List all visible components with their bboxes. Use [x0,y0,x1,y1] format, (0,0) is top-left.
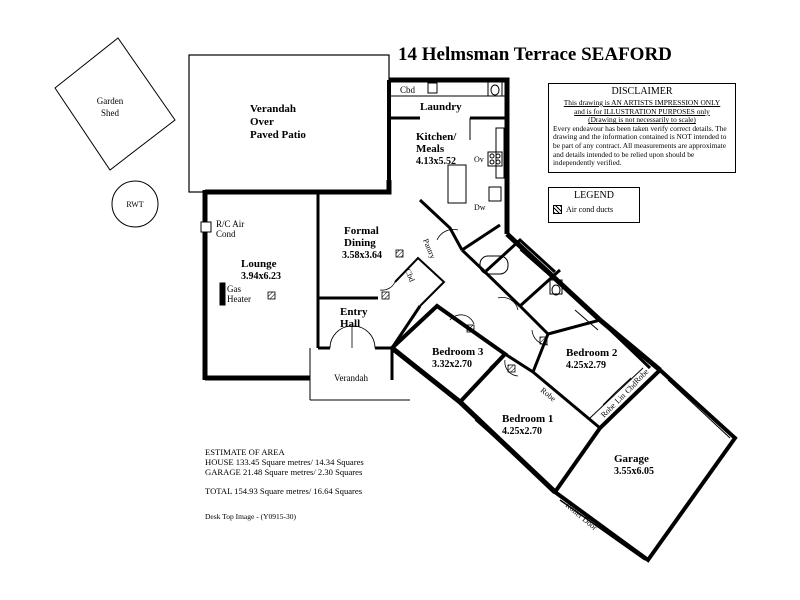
air-duct-bed2 [539,336,548,345]
air-duct-hall [507,364,516,373]
verandah-patio-label-1: Verandah [250,103,296,115]
gas-heater-label-1: Gas [227,284,241,294]
robe-bed1-label: Robe [539,386,558,404]
disclaimer-box: DISCLAIMER This drawing is AN ARTISTS IM… [548,83,736,173]
dw-label: Dw [474,203,486,212]
garden-shed-label-1: Garden [97,96,124,106]
verandah-patio-label-2: Over [250,116,274,128]
garden-shed: Garden Shed [54,37,176,171]
bedroom1-size: 4.25x2.70 [502,426,542,437]
rc-air-cond [200,221,212,233]
rwt-label: RWT [126,200,143,209]
verandah-patio: Verandah Over Paved Patio [188,54,390,193]
entry-hall-label-2: Hall [340,318,360,330]
rc-air-label-1: R/C Air [216,219,244,229]
kitchen-label-2: Meals [416,143,445,155]
toilet-bath [549,279,563,295]
air-cond-ducts [267,249,548,373]
rc-air-label-2: Cond [216,229,236,239]
garage-label: Garage [614,453,649,465]
oven [487,151,503,167]
air-duct-bed3 [466,324,475,333]
kitchen-size: 4.13x5.52 [416,156,456,167]
garage-size: 3.55x6.05 [614,466,654,477]
kitchen-island [447,164,467,204]
laundry-label: Laundry [420,101,462,113]
formal-dining-size: 3.58x3.64 [342,250,382,261]
area-house: HOUSE 133.45 Square metres/ 14.34 Square… [205,457,364,467]
bedroom3-label: Bedroom 3 [432,346,484,358]
roller-door-label: Roller Door [564,501,599,533]
robe-label-2: Robe [599,401,618,420]
gas-heater [219,282,226,306]
pantry-label: Pantry [421,237,437,260]
air-duct-swatch-icon [553,205,562,214]
bath [479,255,509,275]
bedroom2-size: 4.25x2.79 [566,360,606,371]
disclaimer-line-2: and is for ILLUSTRATION PURPOSES only [574,106,710,116]
windows [202,180,656,479]
kitchen-sink [488,186,502,202]
lounge-label: Lounge [241,258,277,270]
verandah-patio-label-3: Paved Patio [250,129,306,141]
verandah-label: Verandah [334,373,368,383]
bedroom3-size: 3.32x2.70 [432,359,472,370]
fixtures [200,81,563,306]
area-heading: ESTIMATE OF AREA [205,447,285,457]
kitchen-label-1: Kitchen/ [416,131,457,143]
air-duct-dining [395,249,404,258]
bedroom2-label: Bedroom 2 [566,347,618,359]
legend-box: LEGEND Air cond ducts [548,187,640,223]
toilet-laundry [487,81,503,97]
cbd-entry-label: Cbd [403,267,416,283]
area-garage: GARAGE 21.48 Square metres/ 2.30 Squares [205,467,363,477]
entry-hall-label-1: Entry [340,306,368,318]
image-credit: Desk Top Image - (Y0915-30) [205,512,296,521]
cbd-laundry-label: Cbd [400,85,416,95]
legend-heading: LEGEND [574,190,614,201]
formal-dining-label-1: Formal [344,225,379,237]
laundry-trough [427,82,438,94]
disclaimer-line-1: This drawing is AN ARTISTS IMPRESSION ON… [563,98,721,107]
area-total: TOTAL 154.93 Square metres/ 16.64 Square… [205,486,363,496]
room-labels: Cbd Laundry Kitchen/ Meals 4.13x5.52 Ov … [216,85,654,532]
disclaimer-heading: DISCLAIMER [611,86,673,97]
air-duct-lounge [267,291,276,300]
page-title: 14 Helmsman Terrace SEAFORD [398,44,672,65]
formal-dining-label-2: Dining [344,237,376,249]
air-duct-entry [381,291,390,300]
legend-item: Air cond ducts [553,205,639,214]
disclaimer-line-3: (Drawing is not necessarily to scale) [588,115,696,125]
doors [329,229,549,377]
oven-label: Ov [474,155,484,164]
gas-heater-label-2: Heater [227,294,251,304]
rainwater-tank: RWT [111,180,159,228]
area-estimate: ESTIMATE OF AREA HOUSE 133.45 Square met… [205,447,364,496]
lounge-size: 3.94x6.23 [241,271,281,282]
legend-item-label: Air cond ducts [566,205,614,214]
bedroom1-label: Bedroom 1 [502,413,553,425]
garden-shed-label-2: Shed [101,108,120,118]
disclaimer-body: Every endeavour has been taken verify co… [553,123,727,168]
